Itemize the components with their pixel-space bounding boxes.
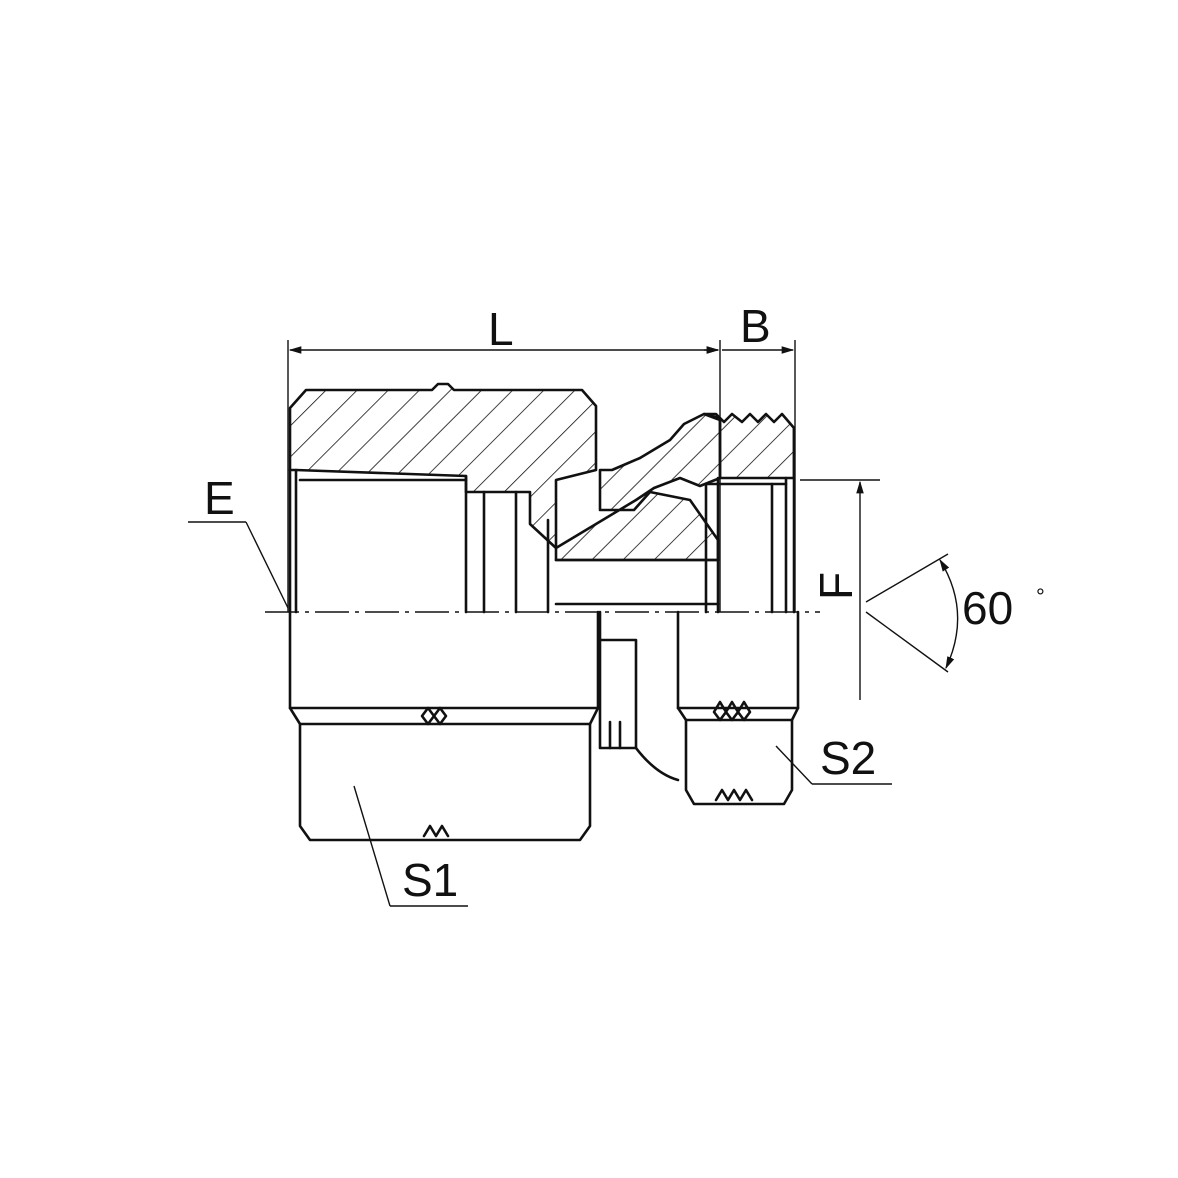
angle-dimension: 60 °: [865, 553, 1045, 673]
left-body: [288, 382, 600, 842]
left-wall-section: [288, 382, 598, 550]
right-body: [554, 412, 800, 806]
hex-s1-outline: [288, 610, 600, 842]
cone-section: [554, 412, 722, 562]
dimension-f: F: [800, 479, 880, 700]
label-degree: °: [1036, 584, 1045, 609]
label-s1: S1: [402, 854, 458, 906]
label-angle: 60: [962, 582, 1013, 634]
leader-e: E: [188, 472, 289, 609]
dimension-l: L: [287, 303, 720, 612]
label-e: E: [204, 472, 235, 524]
hex-s2-outline: [676, 610, 800, 806]
label-s2: S2: [820, 732, 876, 784]
label-f: F: [810, 572, 862, 600]
nut-section: [702, 412, 796, 480]
label-b: B: [740, 300, 771, 352]
label-l: L: [488, 303, 514, 355]
leader-s2: S2: [775, 732, 892, 785]
leader-s1: S1: [353, 785, 468, 907]
